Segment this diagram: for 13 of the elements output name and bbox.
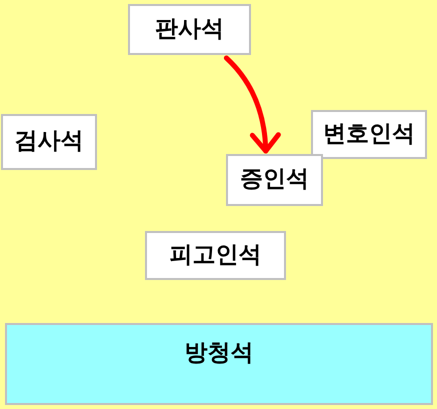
seat-box (1, 114, 97, 170)
seat-box (226, 154, 323, 206)
seat-label: 방청석 (184, 341, 254, 366)
seat-label: 검사석 (14, 129, 84, 155)
arrow (224, 56, 280, 154)
seat-box (128, 4, 251, 55)
seat-box (145, 231, 286, 280)
seat-box (311, 110, 427, 159)
seat-label: 피고인석 (170, 242, 262, 268)
gallery-area (5, 323, 433, 405)
seat-label: 증인석 (240, 167, 309, 193)
seat-label: 변호인석 (323, 122, 415, 148)
seat-label: 판사석 (155, 16, 224, 42)
